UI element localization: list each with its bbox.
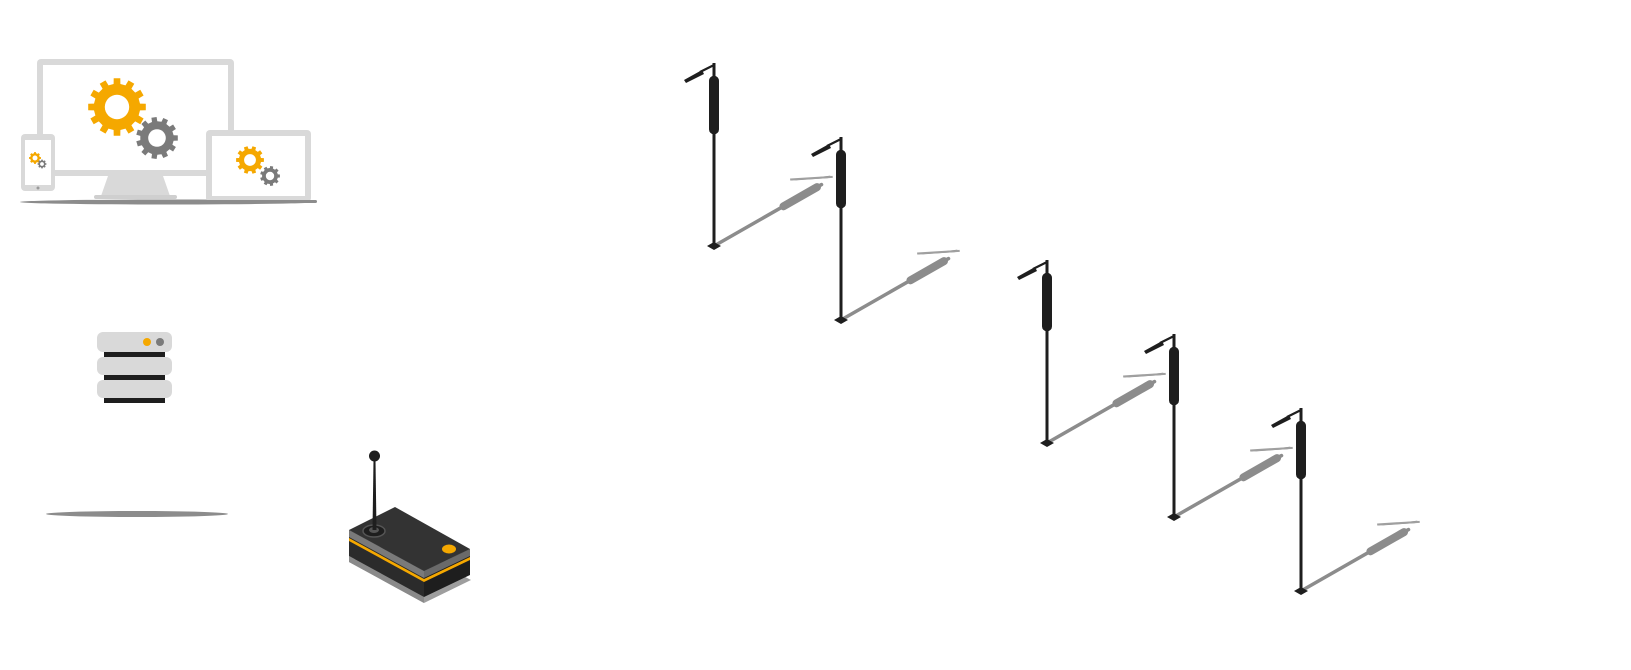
antenna-tip xyxy=(369,450,380,462)
gear-icon xyxy=(88,78,146,136)
street-light-icon xyxy=(811,137,960,324)
server-stack-icon xyxy=(97,332,172,403)
laptop-icon xyxy=(200,130,317,203)
gear-icon xyxy=(29,152,41,164)
street-light-icon xyxy=(1271,408,1420,595)
monitor-icon xyxy=(37,59,234,199)
street-light-icon xyxy=(684,63,833,250)
street-light-icon xyxy=(1017,260,1166,447)
gear-icon xyxy=(37,159,47,169)
phone-icon xyxy=(21,134,55,191)
streetlights-group xyxy=(684,63,1420,595)
floor-shadow xyxy=(46,511,228,517)
street-light-icon xyxy=(1144,334,1293,521)
devices-icon xyxy=(20,59,317,205)
gear-icon xyxy=(260,166,280,186)
gear-icon xyxy=(236,146,264,174)
gear-icon xyxy=(136,117,178,159)
wireless-gateway-icon xyxy=(349,450,471,603)
